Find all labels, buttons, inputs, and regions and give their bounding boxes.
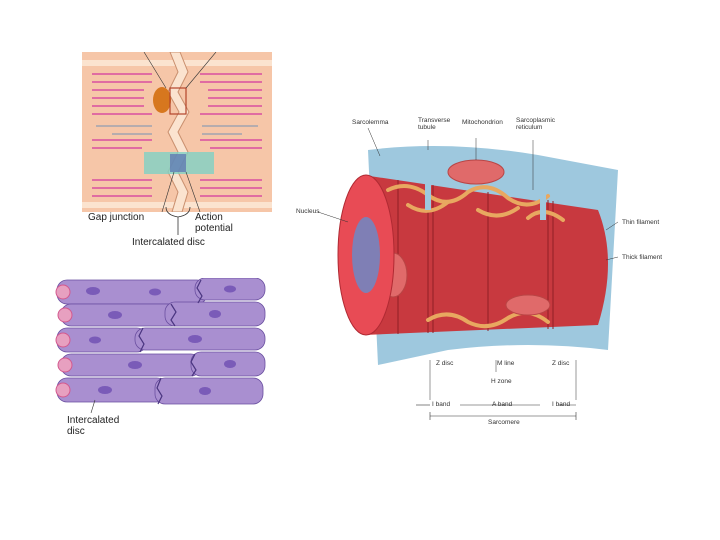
sarcoplasmic-lines [96, 125, 258, 135]
mitochondrion-top [447, 159, 505, 185]
connexon-channels [170, 154, 186, 172]
label-m-line: M line [497, 360, 515, 367]
transverse-tubules [425, 150, 546, 220]
disc-bracket [165, 206, 191, 235]
label-sarcomere: Sarcomere [488, 419, 520, 426]
label-intercalated-disc-top: Intercalated disc [132, 237, 205, 248]
gap-junction-illustration [82, 52, 272, 212]
cardiac-cells-svg [55, 278, 266, 413]
label-gap-junction: Gap junction [88, 212, 145, 223]
fiber-body [363, 175, 608, 335]
label-h-zone: H zone [491, 378, 512, 385]
label-i-band-right: I band [552, 401, 571, 408]
muscle-fiber-diagram [288, 110, 708, 430]
desmosome [153, 87, 171, 113]
label-a-band: A band [492, 401, 513, 408]
fiber-leader-lines [317, 127, 619, 400]
label-z-disc-left: Z disc [436, 360, 454, 367]
label-z-disc-right: Z disc [552, 360, 570, 367]
gap-junction-diagram [82, 52, 272, 212]
fiber-nucleus [352, 217, 380, 293]
label-intercalated-disc-bottom: Intercalated disc [67, 415, 120, 437]
leader-lines [143, 52, 217, 212]
cardiac-tissue-illustration [55, 278, 267, 413]
intercalated-disc-lines [138, 279, 203, 405]
label-thin-filament: Thin filament [622, 219, 660, 226]
label-i-band-left: I band [432, 401, 451, 408]
cross-section-ends [55, 284, 73, 398]
desmosome-junction [169, 87, 187, 115]
myofilaments-right [200, 73, 262, 197]
label-action-potential: Action potential [195, 212, 233, 234]
label-thick-filament: Thick filament [622, 254, 663, 261]
muscle-fiber-svg [317, 127, 619, 420]
label-nucleus: Nucleus [296, 208, 320, 215]
disc-leader-line [90, 399, 96, 413]
label-mitochondrion: Mitochondrion [462, 119, 503, 126]
myofilaments-left [92, 73, 152, 197]
mitochondrion-bottom-right [505, 294, 551, 316]
cell-nuclei [86, 285, 236, 395]
label-sarcoplasmic-reticulum: Sarcoplasmic reticulum [516, 117, 556, 131]
band-brackets [416, 404, 577, 420]
cardiac-cells [56, 278, 266, 405]
label-transverse-tubule: Transverse tubule [418, 117, 451, 131]
label-sarcolemma: Sarcolemma [352, 119, 389, 126]
